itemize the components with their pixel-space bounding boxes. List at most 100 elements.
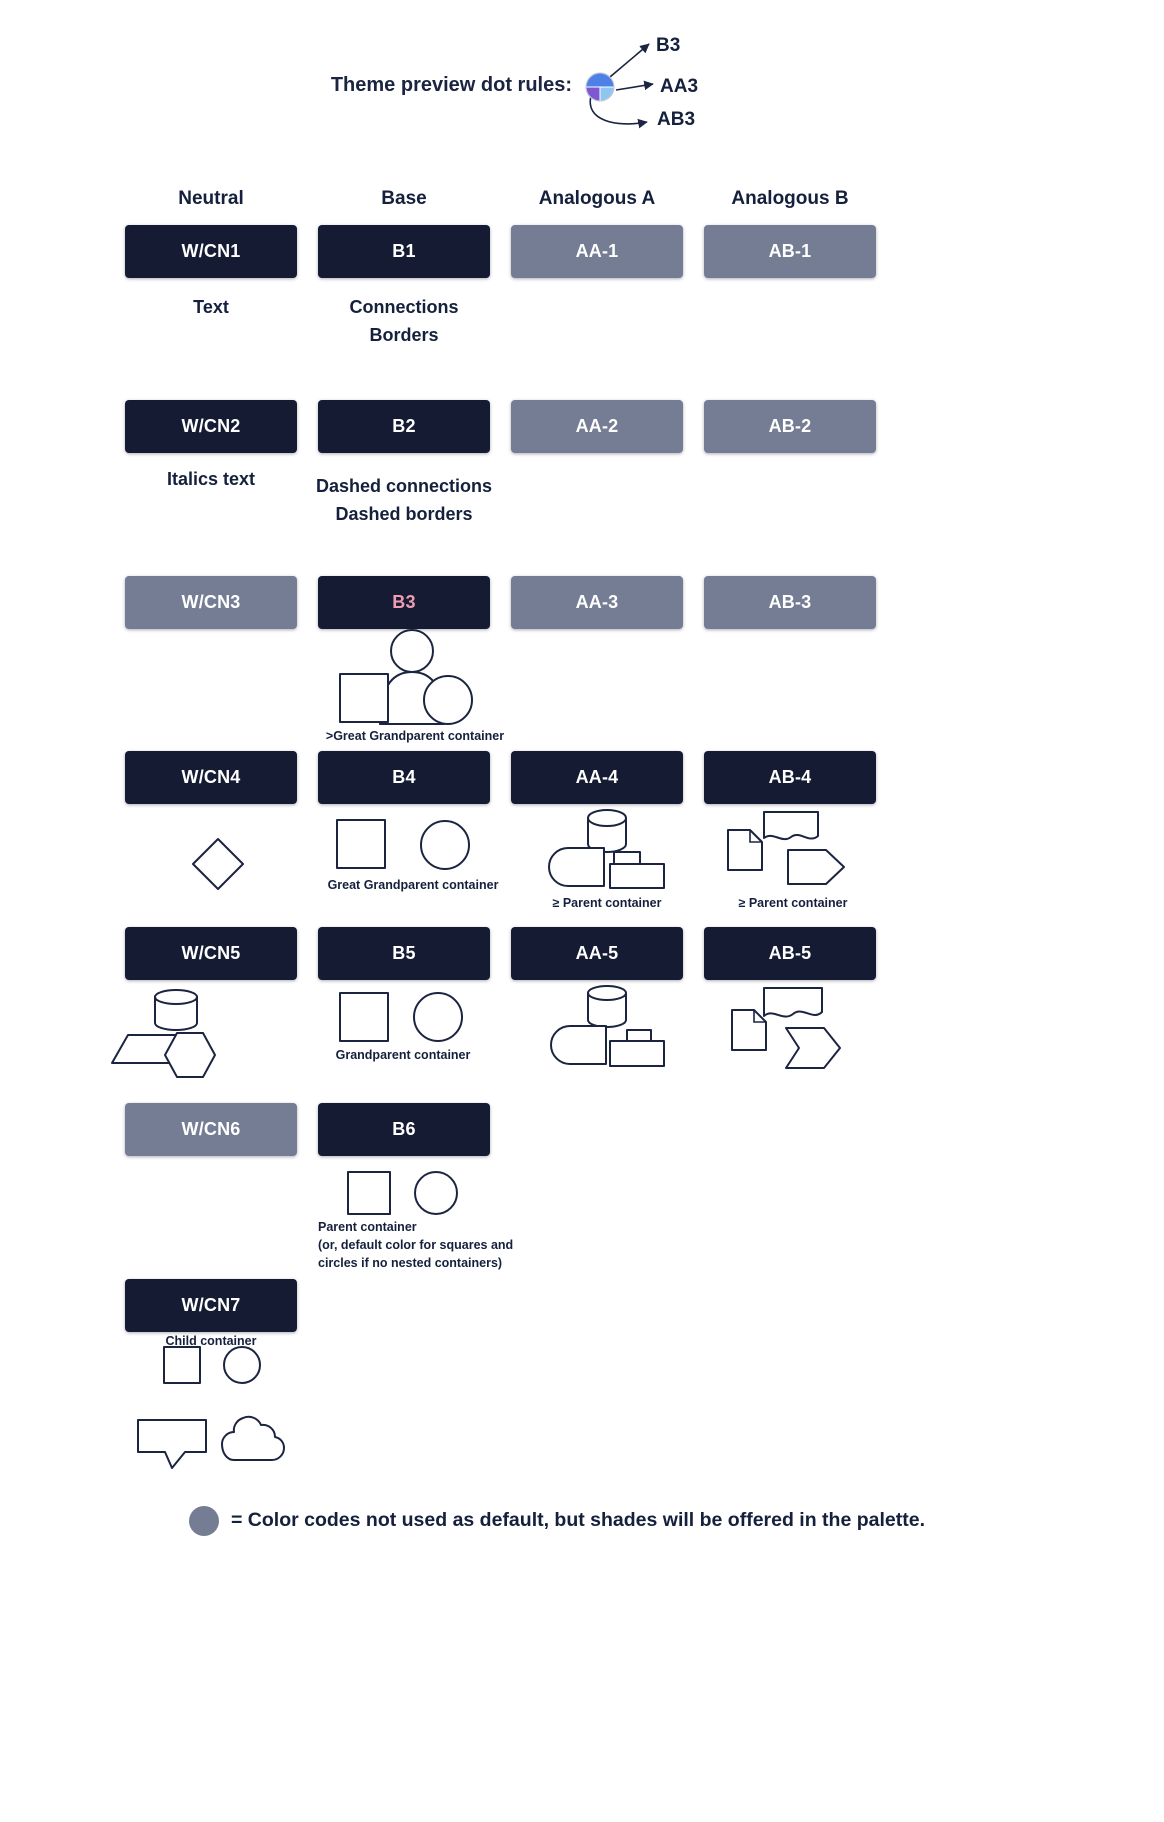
circle-icon bbox=[414, 1171, 458, 1215]
square-icon bbox=[339, 992, 389, 1042]
column-header-analogous-b: Analogous B bbox=[731, 188, 849, 209]
square-icon bbox=[339, 673, 389, 723]
stored-data-icon bbox=[548, 847, 605, 887]
ab4-shape-cluster bbox=[727, 811, 845, 885]
stored-data-icon bbox=[550, 1025, 607, 1065]
caption-borders: Borders bbox=[369, 325, 439, 345]
swatch-wcn3: W/CN3 bbox=[125, 576, 297, 629]
column-header-neutral: Neutral bbox=[178, 188, 244, 209]
square-icon bbox=[347, 1171, 391, 1215]
square-icon bbox=[163, 1346, 201, 1384]
swatch-aa4: AA-4 bbox=[511, 751, 683, 804]
speech-bubble-icon bbox=[137, 1419, 207, 1469]
wave-document-icon bbox=[763, 811, 819, 841]
swatch-wcn7: W/CN7 bbox=[125, 1279, 297, 1332]
arrow-to-b3-icon bbox=[609, 43, 650, 78]
swatch-wcn1-label: W/CN1 bbox=[181, 241, 241, 261]
cylinder-top-icon bbox=[587, 985, 627, 1001]
caption-gt-great-grandparent: >Great Grandparent container bbox=[325, 729, 505, 743]
swatch-ab4: AB-4 bbox=[704, 751, 876, 804]
wcn7-shape-cluster-top bbox=[163, 1346, 261, 1384]
swatch-b4-label: B4 bbox=[392, 767, 416, 787]
square-icon bbox=[336, 819, 386, 869]
person-head-icon bbox=[390, 629, 434, 673]
swatch-ab3: AB-3 bbox=[704, 576, 876, 629]
caption-dashed-borders: Dashed borders bbox=[335, 504, 473, 524]
hexagon-icon bbox=[164, 1032, 216, 1078]
swatch-wcn3-label: W/CN3 bbox=[181, 592, 241, 612]
b3-shape-cluster bbox=[339, 629, 473, 725]
swatch-b1: B1 bbox=[318, 225, 490, 278]
legend-gray-dot-icon bbox=[189, 1506, 219, 1536]
caption-great-grandparent: Great Grandparent container bbox=[327, 878, 499, 892]
dot-target-b3-label: B3 bbox=[656, 35, 681, 56]
arrow-pentagon-icon bbox=[787, 849, 845, 885]
arrow-to-ab3-icon bbox=[589, 95, 648, 129]
swatch-wcn4-label: W/CN4 bbox=[181, 767, 241, 787]
page-title: Theme preview dot rules: bbox=[330, 74, 572, 96]
swatch-ab1-label: AB-1 bbox=[768, 241, 812, 261]
swatch-b2-label: B2 bbox=[392, 416, 416, 436]
swatch-aa3-label: AA-3 bbox=[575, 592, 619, 612]
note-icon bbox=[727, 829, 763, 871]
swatch-aa5-label: AA-5 bbox=[575, 943, 619, 963]
wcn7-shape-cluster-bottom bbox=[137, 1415, 285, 1469]
swatch-aa2: AA-2 bbox=[511, 400, 683, 453]
cylinder-top-icon bbox=[154, 989, 198, 1005]
swatch-wcn5: W/CN5 bbox=[125, 927, 297, 980]
swatch-wcn6: W/CN6 bbox=[125, 1103, 297, 1156]
aa4-shape-cluster bbox=[548, 809, 665, 889]
caption-dashed-connections: Dashed connections bbox=[315, 476, 493, 496]
wcn4-shape-cluster bbox=[192, 838, 244, 890]
swatch-wcn5-label: W/CN5 bbox=[181, 943, 241, 963]
frame-rectangle-icon bbox=[609, 863, 665, 889]
swatch-ab5-label: AB-5 bbox=[768, 943, 812, 963]
swatch-wcn6-label: W/CN6 bbox=[181, 1119, 241, 1139]
arrow-to-aa3-icon bbox=[615, 80, 654, 91]
circle-icon bbox=[423, 675, 473, 725]
cylinder-top-icon bbox=[587, 809, 627, 827]
swatch-ab2-label: AB-2 bbox=[768, 416, 812, 436]
note-fold-icon bbox=[749, 830, 762, 843]
aa5-shape-cluster bbox=[550, 985, 665, 1067]
caption-child-container: Child container bbox=[165, 1334, 257, 1348]
circle-icon bbox=[223, 1346, 261, 1384]
diamond-icon bbox=[192, 838, 244, 890]
caption-text: Text bbox=[193, 297, 229, 317]
swatch-b4: B4 bbox=[318, 751, 490, 804]
swatch-ab1: AB-1 bbox=[704, 225, 876, 278]
legend-text: = Color codes not used as default, but s… bbox=[231, 1509, 925, 1531]
pie-dot-icon bbox=[585, 72, 615, 102]
swatch-b6: B6 bbox=[318, 1103, 490, 1156]
column-header-base: Base bbox=[381, 188, 427, 209]
caption-ge-parent-aa: ≥ Parent container bbox=[552, 896, 662, 910]
swatch-wcn2: W/CN2 bbox=[125, 400, 297, 453]
swatch-b5: B5 bbox=[318, 927, 490, 980]
circle-icon bbox=[413, 992, 463, 1042]
swatch-b2: B2 bbox=[318, 400, 490, 453]
ab5-shape-cluster bbox=[731, 987, 841, 1069]
swatch-b1-label: B1 bbox=[392, 241, 416, 261]
swatch-ab4-label: AB-4 bbox=[768, 767, 812, 787]
cylinder-icon bbox=[587, 817, 627, 853]
wave-document-icon bbox=[763, 987, 823, 1018]
caption-grandparent: Grandparent container bbox=[335, 1048, 471, 1062]
caption-ge-parent-ab: ≥ Parent container bbox=[738, 896, 848, 910]
theme-preview-dot-icon bbox=[585, 43, 654, 129]
swatch-b3-label: B3 bbox=[392, 592, 416, 612]
column-header-analogous-a: Analogous A bbox=[538, 188, 656, 209]
wcn5-shape-cluster bbox=[111, 989, 216, 1078]
note-icon bbox=[731, 1009, 767, 1051]
swatch-aa1-label: AA-1 bbox=[575, 241, 619, 261]
swatch-b3: B3 bbox=[318, 576, 490, 629]
swatch-wcn1: W/CN1 bbox=[125, 225, 297, 278]
swatch-aa2-label: AA-2 bbox=[575, 416, 619, 436]
circle-icon bbox=[420, 820, 470, 870]
chevron-icon bbox=[785, 1027, 841, 1069]
swatch-aa4-label: AA-4 bbox=[575, 767, 619, 787]
note-fold-icon bbox=[753, 1010, 766, 1023]
caption-connections: Connections bbox=[349, 297, 459, 317]
caption-italics-text: Italics text bbox=[166, 469, 256, 489]
swatch-aa5: AA-5 bbox=[511, 927, 683, 980]
